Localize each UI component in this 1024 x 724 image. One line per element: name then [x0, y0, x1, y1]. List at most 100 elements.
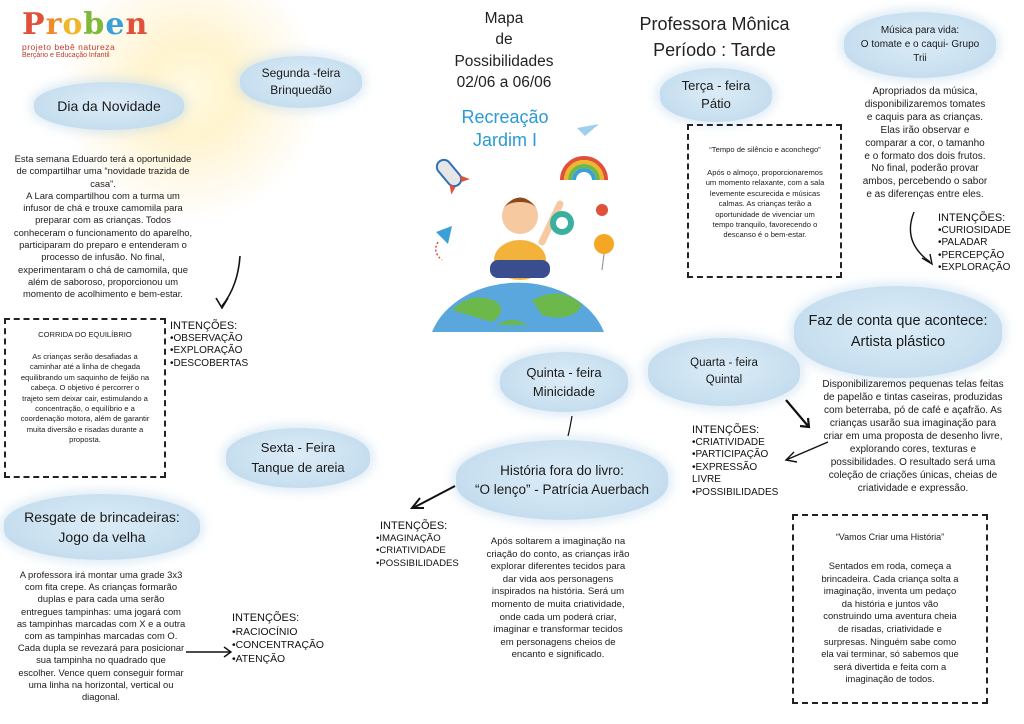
boy-globe-icon — [432, 124, 614, 332]
arrow-icon — [799, 417, 811, 429]
intention-item: •PALADAR — [938, 237, 988, 249]
text-line: concentração, o equilíbrio e a — [35, 404, 135, 414]
novelty-title-cloud: Dia da Novidade — [34, 82, 184, 130]
arrow-icon — [412, 485, 456, 509]
balance-race-text: As crianças serão desafiadas a caminhar … — [8, 352, 162, 446]
thursday-text: Após soltarem a imaginação na criação do… — [474, 536, 642, 662]
music-text: Apropriados da música, disponibilizaremo… — [850, 86, 1000, 202]
activity-title-line: Jogo da velha — [58, 529, 146, 545]
intention-item: •OBSERVAÇÃO — [170, 332, 243, 344]
day-name: Sexta - Feira — [260, 440, 336, 455]
intention-item: •PARTICIPAÇÃO — [692, 449, 769, 461]
intention-item: •CRIATIVIDADE — [376, 545, 446, 557]
arrow-icon — [567, 415, 573, 437]
arrow-icon — [785, 441, 829, 461]
text-line: explorar diferentes tecidos para — [490, 561, 626, 573]
music-title-line: O tomate e o caqui- Grupo — [860, 39, 980, 50]
music-title-line: Trii — [913, 53, 927, 64]
intention-item: •CONCENTRAÇÃO — [232, 640, 324, 651]
logo-letter: b — [83, 7, 105, 42]
text-line: levemente escurecida e músicas — [709, 188, 821, 198]
arrow-icon — [409, 497, 424, 509]
pretend-text: Disponibilizaremos pequenas telas feitas… — [804, 378, 1022, 495]
text-line: descanso é o bem-estar. — [723, 230, 807, 240]
text-line: preparar com as crianças. Todos — [35, 214, 171, 226]
intentions-title: INTENÇÕES: — [232, 612, 300, 624]
intention-item: •ATENÇÃO — [232, 653, 286, 665]
intentions-title: INTENÇÕES: — [380, 520, 448, 532]
text-line: Sentados em roda, começa a — [828, 560, 952, 571]
text-line: inspirados na história. Será um — [491, 586, 625, 598]
intention-item: •POSSIBILIDADES — [376, 557, 459, 569]
text-line: Após o almoço, proporcionaremos — [707, 168, 823, 177]
text-line: processo de infusão. No final, — [41, 251, 165, 263]
subtitle-line: Jardim I — [472, 130, 537, 150]
teacher-name: Professora Mônica — [639, 14, 790, 34]
day-name: Segunda -feira — [261, 66, 341, 80]
subtitle: Recreação Jardim I — [430, 106, 580, 152]
tuesday-intentions: INTENÇÕES: •CURIOSIDADE •PALADAR •PERCEP… — [938, 212, 1011, 275]
text-line: construindo uma aventura cheia — [823, 610, 957, 622]
pretend-title-cloud: Faz de conta que acontece: Artista plást… — [794, 286, 1002, 378]
text-line: explorando cores, texturas e — [849, 444, 977, 455]
text-line: de papelão e tintas caseiras, produzidas — [823, 392, 1003, 403]
text-line: de compartilhar uma “novidade trazida de — [16, 165, 190, 177]
text-line: escolher. Vence quem conseguir formar — [18, 666, 184, 678]
day-location: Brinquedão — [270, 83, 332, 97]
activity-title-line: “O lenço” - Patrícia Auerbach — [474, 482, 650, 497]
text-line: As crianças serão desafiadas a — [32, 352, 138, 361]
text-line: dar vida aos personagens — [502, 573, 614, 585]
text-line: em personagens cheios de — [500, 636, 616, 648]
thursday-day-cloud: Quinta - feira Minicidade — [500, 352, 628, 412]
day-location: Quintal — [705, 374, 743, 386]
arrow-icon — [223, 646, 233, 658]
text-line: imaginação, inventa um pedaço — [823, 585, 957, 597]
page-title: Mapa de Possibilidades 02/06 a 06/06 — [420, 8, 588, 94]
proben-logo: P r o b e n projeto bebê natureza Berçár… — [22, 7, 162, 68]
intention-item: •EXPLORAÇÃO — [938, 262, 1011, 274]
illustration-boy-on-globe — [412, 120, 624, 332]
intention-item: •IMAGINAÇÃO — [376, 532, 441, 544]
intentions-title: INTENÇÕES: — [692, 424, 760, 436]
text-line: brincadeira. Cada criança solta a — [821, 572, 959, 584]
novelty-title: Dia da Novidade — [57, 98, 161, 114]
text-line: e as diferenças entre eles. — [866, 189, 984, 201]
silence-title: “Tempo de silêncio e aconchego” — [709, 145, 821, 154]
text-line: e caquis para as crianças. — [866, 111, 984, 123]
day-location: Pátio — [701, 96, 731, 111]
silence-box — [687, 124, 842, 278]
logo-letter: n — [125, 7, 148, 42]
text-line: crianças usarão sua imaginação para — [829, 418, 997, 429]
text-line: além de saboroso, proporcionou um — [27, 275, 179, 287]
thursday-intentions: INTENÇÕES: •IMAGINAÇÃO •CRIATIVIDADE •PO… — [376, 520, 459, 570]
text-line: será divertida e feita com a — [833, 660, 947, 672]
novelty-text: Esta semana Eduardo terá a oportunidade … — [2, 153, 204, 301]
intention-item: •EXPLORAÇÃO — [170, 345, 243, 357]
text-line: infusor de chá e trouxe camomila para — [23, 202, 183, 214]
text-line: entregues tampinhas: uma jogará com — [21, 605, 181, 617]
period: Período : Tarde — [653, 40, 776, 60]
text-line: com beterraba, pó de café e açafrão. As — [824, 405, 1002, 416]
games-title-cloud: Resgate de brincadeiras: Jogo da velha — [4, 494, 200, 560]
logo-letter: P — [22, 7, 45, 42]
text-line: criatividade e expressão. — [857, 483, 969, 494]
text-line: ambos, percebendo o sabor — [862, 176, 988, 188]
text-line: de risadas, criatividade e — [838, 622, 942, 634]
text-line: Esta semana Eduardo terá a oportunidade — [14, 153, 192, 164]
text-line: com as tampinhas marcadas com O. — [24, 630, 178, 642]
text-line: e o formato dos dois frutos. — [864, 150, 986, 162]
intention-item: •EXPRESSÃO — [692, 461, 758, 473]
day-name: Quarta - feira — [690, 357, 758, 369]
text-line: imaginação de todos. — [845, 673, 935, 685]
logo-letter: e — [105, 7, 125, 42]
intention-item: •POSSIBILIDADES — [692, 486, 779, 498]
text-line: uma linha na horizontal, vertical ou — [28, 678, 174, 690]
arrow-icon — [221, 255, 241, 307]
text-line: as tampinhas marcadas com X e a outra — [16, 617, 186, 629]
text-line: caminhar até a linha de chegada — [29, 362, 141, 372]
logo-letter: r — [45, 7, 62, 42]
text-line: proposta. — [69, 435, 101, 445]
story-title: “Vamos Criar uma História” — [835, 532, 945, 542]
text-line: participaram do preparo e entenderam o — [19, 239, 187, 251]
